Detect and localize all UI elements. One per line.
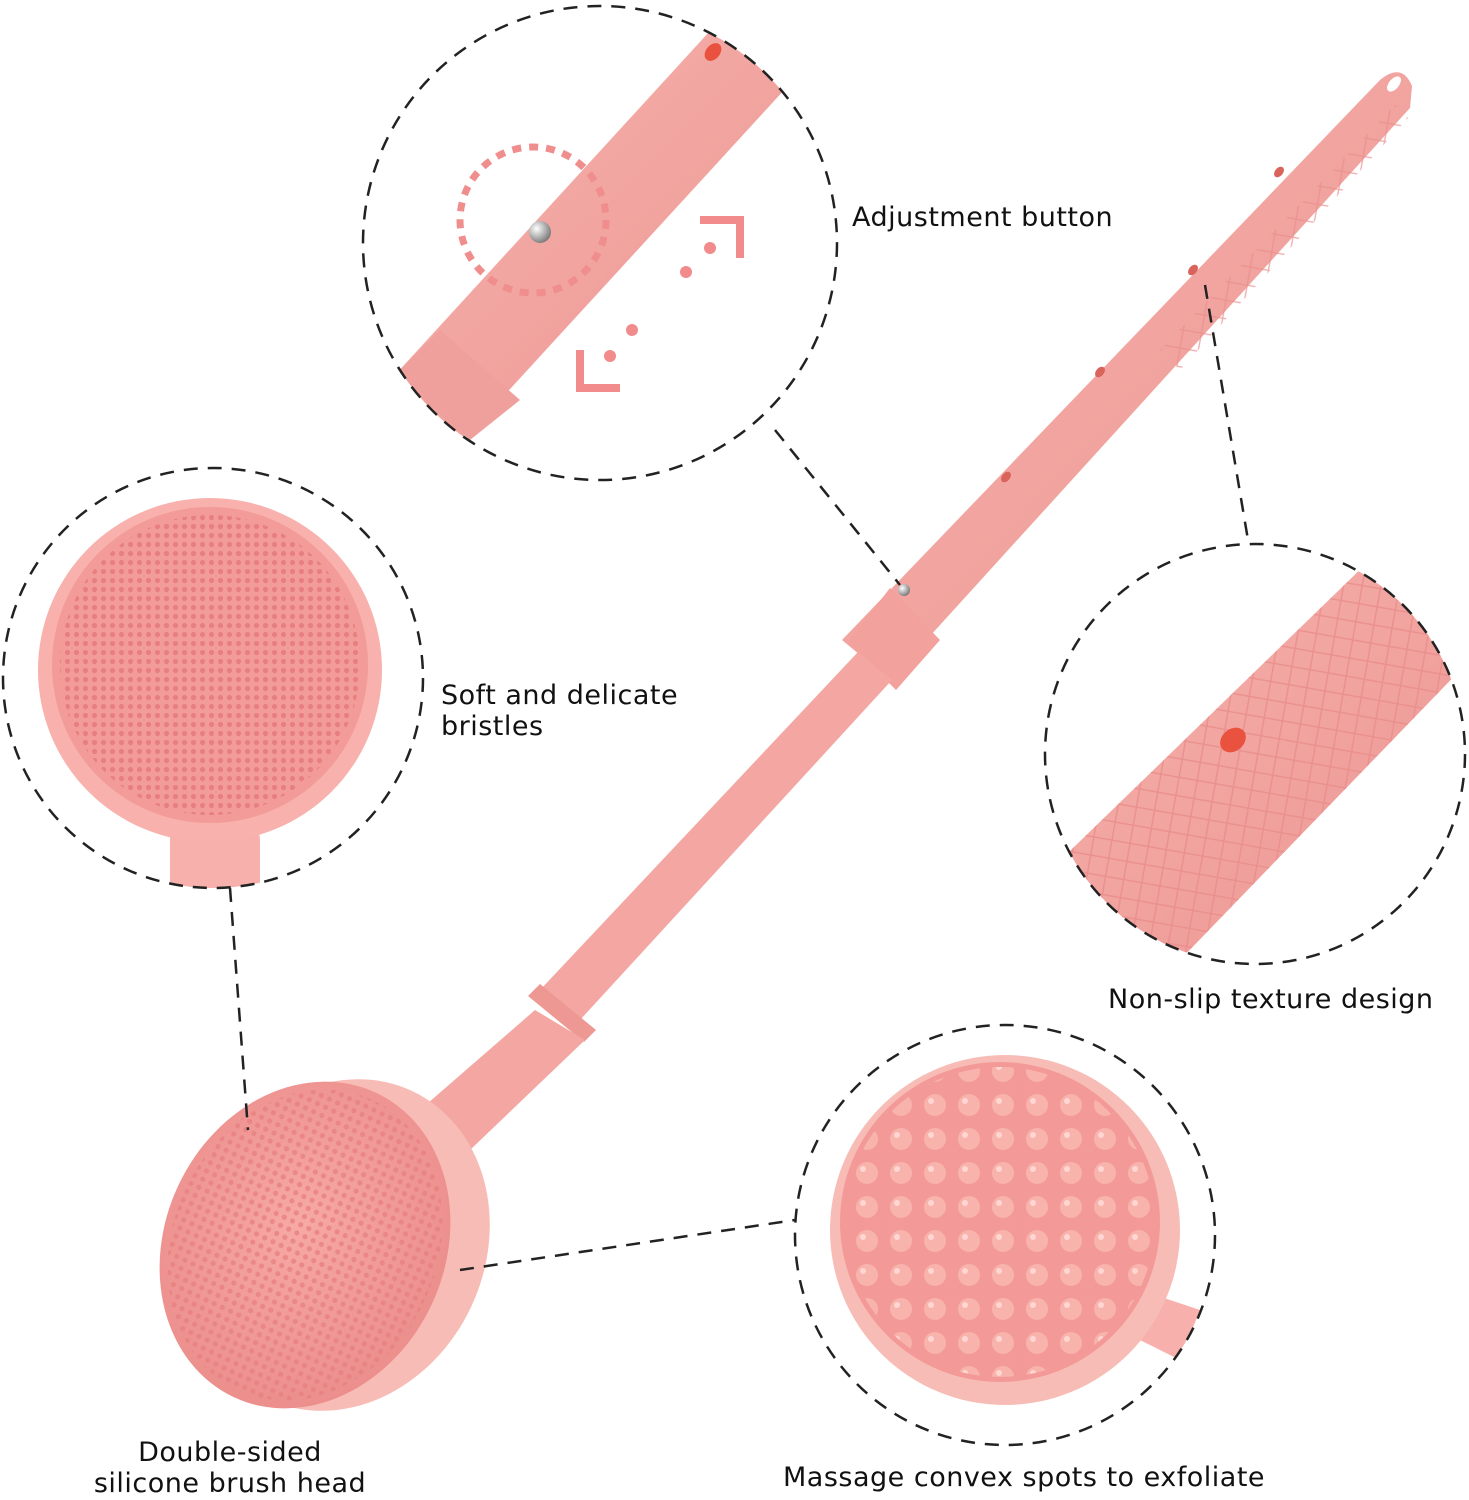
handle-collar bbox=[528, 984, 596, 1042]
label-brush-head: Double-sided silicone brush head bbox=[60, 1437, 400, 1499]
label-bristles-line2: bristles bbox=[441, 711, 544, 742]
handle-lower bbox=[540, 652, 892, 1020]
label-massage: Massage convex spots to exfoliate bbox=[783, 1462, 1266, 1493]
callout-massage bbox=[459, 1023, 1217, 1447]
label-brush-head-line2: silicone brush head bbox=[93, 1468, 367, 1499]
label-bristles: Soft and delicate bristles bbox=[441, 680, 678, 742]
callout-nonslip bbox=[1043, 284, 1467, 966]
label-bristles-line1: Soft and delicate bbox=[441, 680, 679, 711]
handle-upper bbox=[842, 72, 1412, 681]
label-nonslip: Non-slip texture design bbox=[1108, 984, 1434, 1015]
brush-main bbox=[159, 72, 1412, 1411]
label-brush-head-line1: Double-sided bbox=[138, 1437, 322, 1468]
callout-adjustment bbox=[361, 4, 901, 586]
hang-hole bbox=[1387, 76, 1401, 92]
label-adjustment-button: Adjustment button bbox=[852, 202, 1114, 233]
callout-bristles bbox=[1, 466, 425, 1131]
adjustment-button-dot bbox=[898, 584, 910, 596]
